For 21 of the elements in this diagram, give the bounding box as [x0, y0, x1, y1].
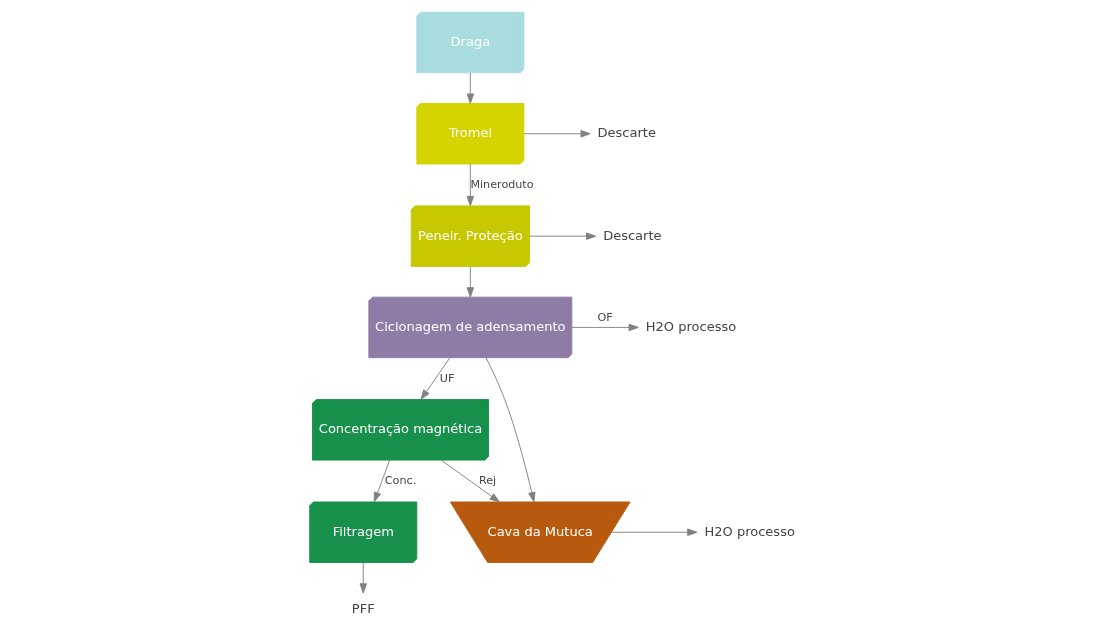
arrow	[420, 357, 451, 400]
edge-label: OF	[597, 311, 613, 325]
arrow	[610, 528, 698, 536]
arrow	[523, 130, 591, 138]
arrow	[529, 232, 597, 240]
arrow	[571, 323, 639, 332]
arrow	[359, 562, 367, 594]
node-text: H2O processo	[645, 318, 737, 334]
arrow	[373, 459, 391, 503]
arrow	[440, 459, 500, 503]
node-text: H2O processo	[704, 523, 795, 539]
edge-label: UF	[439, 371, 455, 385]
arrow	[466, 72, 475, 104]
node-text: Descarte	[597, 125, 656, 141]
edge-label: Rej	[478, 473, 497, 487]
edge-label: Conc.	[384, 473, 417, 487]
node-text: PFF	[351, 601, 375, 617]
node-text: Descarte	[603, 227, 662, 243]
arrow	[466, 163, 475, 207]
arrow	[466, 266, 475, 298]
edge-label: Mineroduto	[470, 177, 534, 191]
